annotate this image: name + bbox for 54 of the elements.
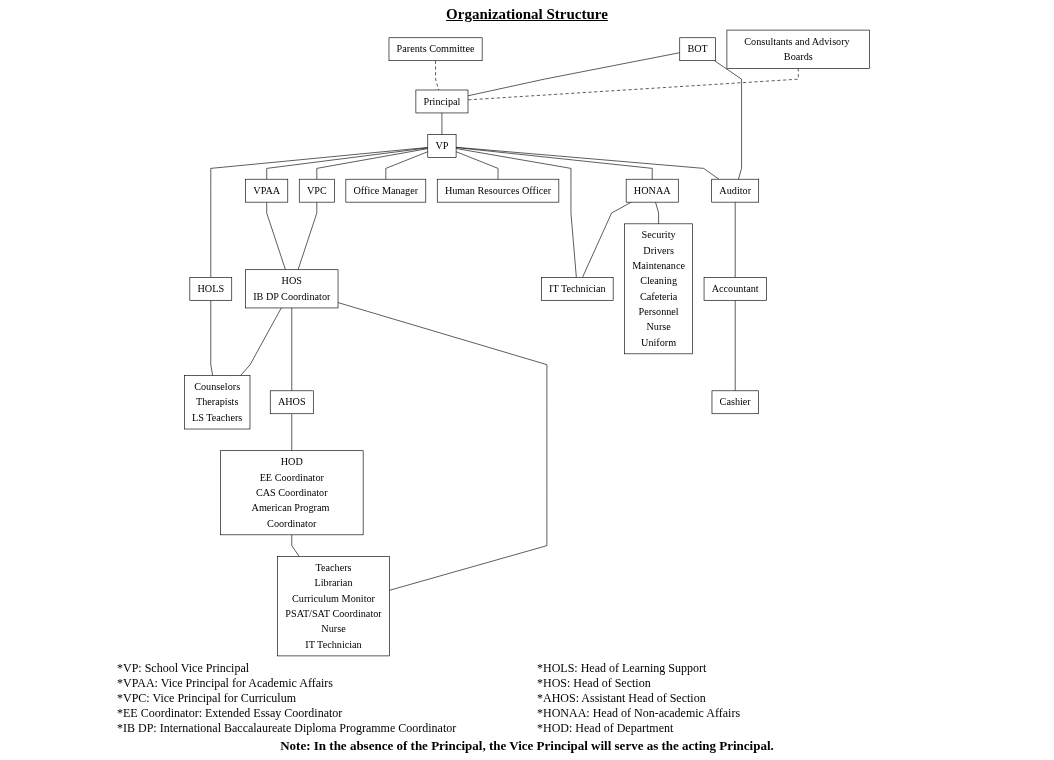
abbreviation-note: *HOLS: Head of Learning Support xyxy=(537,661,708,676)
connector xyxy=(655,201,659,225)
connector xyxy=(266,147,429,180)
connector xyxy=(385,151,429,180)
connector xyxy=(441,112,443,135)
node-box: HOLS xyxy=(189,277,233,301)
abbreviation-note: *HOS: Head of Section xyxy=(537,676,652,691)
abbreviation-note: *VPAA: Vice Principal for Academic Affairs xyxy=(117,676,335,691)
connector xyxy=(210,300,213,376)
connector xyxy=(337,302,548,591)
node-box: Consultants and Advisory Boards xyxy=(726,29,870,69)
node-box: Parents Committee xyxy=(388,37,483,61)
node-box: Principal xyxy=(415,89,469,114)
node-box: IT Technician xyxy=(541,277,614,301)
connector xyxy=(291,307,293,392)
connector xyxy=(455,147,653,180)
node-box: Office Manager xyxy=(345,178,427,203)
abbreviation-note: *HOD: Head of Department xyxy=(537,721,675,736)
node-box: VPAA xyxy=(245,178,289,203)
connector xyxy=(455,148,577,278)
connector xyxy=(582,201,632,278)
node-box: Teachers Librarian Curriculum Monitor PSAT/SAT Coordinator Nurse IT Technician xyxy=(277,556,390,657)
node-box: Human Resources Officer xyxy=(436,178,560,203)
connector xyxy=(734,201,736,278)
chart-title: Organizational Structure xyxy=(446,6,608,23)
abbreviation-note: *VPC: Vice Principal for Curriculum xyxy=(117,691,298,706)
node-box: Security Drivers Maintenance Cleaning Cafeteria Personnel Nurse Uniform xyxy=(624,223,693,355)
abbreviation-note: *EE Coordinator: Extended Essay Coordinator xyxy=(117,706,344,721)
node-box: Accountant xyxy=(703,277,767,301)
connector xyxy=(240,307,282,376)
connector xyxy=(291,413,293,451)
footnote: Note: In the absence of the Principal, the Vice Principal will serve as the acting Principal. xyxy=(280,738,774,754)
node-box: BOT xyxy=(679,37,716,61)
node-box: HOS IB DP Coordinator xyxy=(245,269,339,309)
abbreviation-note: *IB DP: International Baccalaureate Diploma Programme Coordinator xyxy=(117,721,458,736)
node-box: Counselors Therapists LS Teachers xyxy=(184,375,251,430)
connector xyxy=(291,534,300,557)
node-box: Auditor xyxy=(711,178,760,203)
connector xyxy=(297,201,318,271)
connector xyxy=(455,146,720,180)
connector xyxy=(266,201,286,271)
node-box: VP xyxy=(427,134,457,158)
connector xyxy=(467,52,681,97)
abbreviation-note: *VP: School Vice Principal xyxy=(117,661,251,676)
node-box: AHOS xyxy=(269,390,314,415)
node-box: Cashier xyxy=(711,390,759,415)
abbreviation-note: *HONAA: Head of Non-academic Affairs xyxy=(537,706,742,721)
node-box: VPC xyxy=(298,178,335,203)
connector xyxy=(734,300,736,392)
abbreviation-note: *AHOS: Assistant Head of Section xyxy=(537,691,707,706)
node-box: HOD EE Coordinator CAS Coordinator American Program Coordinator xyxy=(220,450,364,536)
node-box: HONAA xyxy=(625,178,679,203)
connector xyxy=(714,60,742,180)
connector xyxy=(316,148,429,180)
